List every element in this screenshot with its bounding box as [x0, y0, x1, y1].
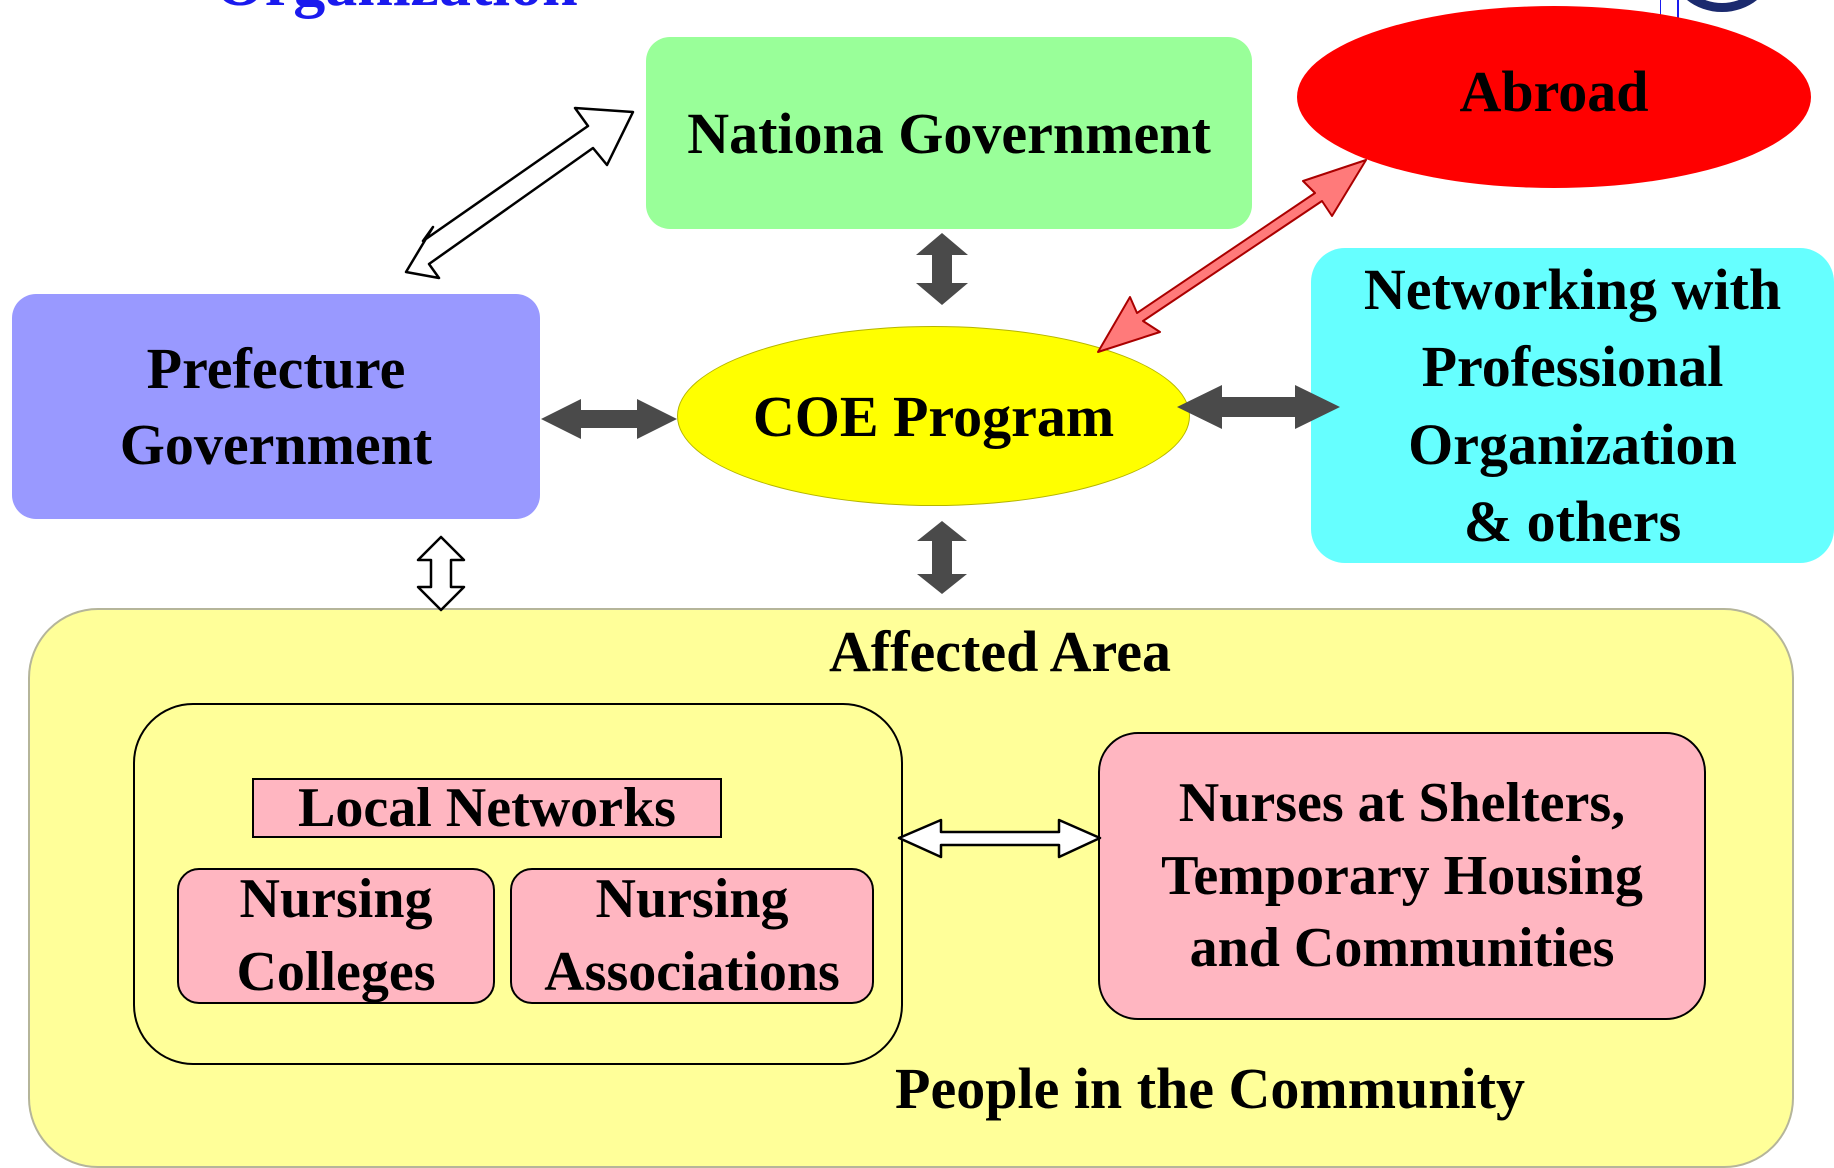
node-networking-line-3: Organization [1408, 411, 1737, 477]
connector-layer [404, 106, 1367, 859]
local-networks-label: Local Networks [252, 778, 722, 838]
node-prefecture-line-1: Prefecture [146, 336, 406, 402]
arrow-prefecture-national [404, 106, 635, 280]
people-in-community-label: People in the Community [895, 1056, 1525, 1121]
node-coe-program-label: COE Program [752, 383, 1115, 449]
arrow-prefecture-coe [541, 399, 677, 439]
node-nursing-associations: Nursing Associations [510, 868, 874, 1004]
node-prefecture-line-2: Government [119, 411, 433, 477]
node-abroad: Abroad [1297, 6, 1811, 188]
slide-title: Organization [215, 0, 578, 16]
node-coe-program: COE Program [677, 326, 1190, 506]
arrow-national-coe [916, 233, 968, 305]
node-national-government-label: Nationa Government [687, 100, 1211, 166]
node-nursing-colleges: Nursing Colleges [177, 868, 495, 1004]
node-nursing-colleges-line-1: Nursing [239, 868, 433, 931]
node-nursing-associations-line-2: Associations [544, 941, 840, 1003]
arrow-local-shelters [897, 818, 1102, 859]
node-networking-line-1: Networking with [1363, 257, 1782, 323]
node-national-government: Nationa Government [646, 37, 1252, 229]
node-networking-line-4: & others [1463, 488, 1682, 554]
node-networking-line-2: Professional [1421, 334, 1724, 400]
node-shelters-line-1: Nurses at Shelters, [1178, 771, 1626, 834]
arrow-coe-networking [1177, 385, 1340, 429]
node-networking: Networking with Professional Organizatio… [1311, 248, 1834, 563]
arrow-prefecture-area [416, 535, 466, 612]
affected-area-label: Affected Area [829, 619, 1171, 684]
node-prefecture-government: Prefecture Government [12, 294, 540, 519]
arrow-coe-area [917, 521, 967, 594]
node-shelters-line-3: and Communities [1189, 917, 1615, 980]
node-nurses-at-shelters: Nurses at Shelters, Temporary Housing an… [1098, 732, 1706, 1020]
arrow-coe-abroad [1097, 159, 1367, 353]
node-abroad-label: Abroad [1459, 58, 1649, 124]
institution-logo [1660, 0, 1757, 20]
node-shelters-line-2: Temporary Housing [1161, 844, 1643, 907]
node-nursing-associations-line-1: Nursing [595, 868, 789, 931]
node-nursing-colleges-line-2: Colleges [236, 941, 436, 1003]
